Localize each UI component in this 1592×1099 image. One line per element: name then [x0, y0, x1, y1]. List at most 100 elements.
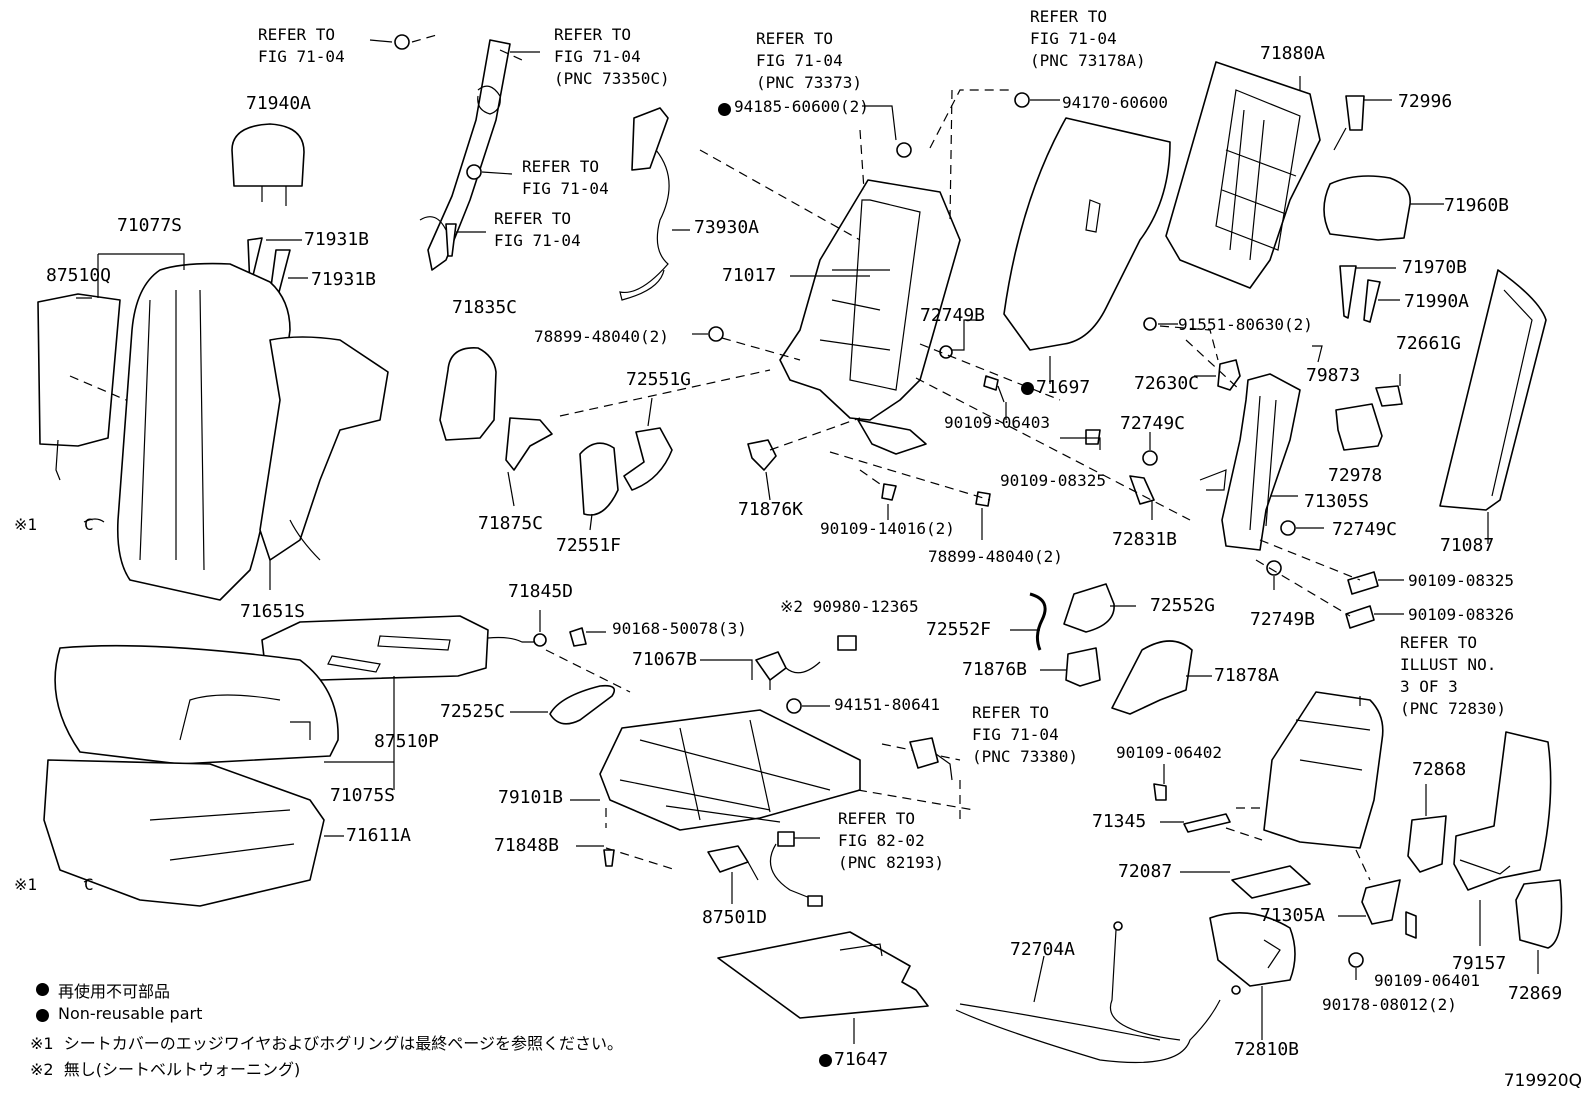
label-72978: 72978 [1328, 465, 1383, 486]
label-71305A: 71305A [1260, 905, 1326, 926]
label-72525C: 72525C [440, 701, 506, 722]
label-90109-08325: 90109-08325 [1000, 471, 1106, 490]
note-marker: ※1 [14, 515, 38, 534]
label-71876B: 71876B [962, 659, 1028, 680]
refer-callout: REFER TO FIG 71-04 [494, 209, 581, 250]
frame-71017 [779, 179, 961, 421]
legend-note2: ※2 無し(シートベルトウォーニング) [30, 1060, 301, 1079]
label-71845D: 71845D [508, 581, 574, 602]
seatback-pad-71651S [259, 336, 389, 561]
label-71087: 71087 [1440, 535, 1495, 556]
label-87510P: 87510P [374, 731, 440, 752]
label-72831B: 72831B [1112, 529, 1178, 550]
label-71940A: 71940A [246, 93, 312, 114]
legend-en: Non-reusable part [58, 1004, 203, 1023]
label-72869: 72869 [1508, 983, 1563, 1004]
refer-callout: REFER TO FIG 71-04 (PNC 73350C) [554, 25, 670, 88]
board-71697 [1003, 117, 1171, 351]
label-72996: 72996 [1398, 91, 1453, 112]
label-90109-08325: 90109-08325 [1408, 571, 1514, 590]
label-72087: 72087 [1118, 861, 1173, 882]
mat-71647 [717, 931, 929, 1019]
label-94151-80641: 94151-80641 [834, 695, 940, 714]
legend-note1: ※1 シートカバーのエッジワイヤおよびホグリングは最終ページを参照ください。 [30, 1034, 623, 1053]
label-72551F: 72551F [556, 535, 622, 556]
note-marker: ※1 [14, 875, 38, 894]
label-71931B: 71931B [311, 269, 377, 290]
headrest-71940A [231, 123, 305, 187]
label-72810B: 72810B [1234, 1039, 1300, 1060]
label-71611A: 71611A [346, 825, 412, 846]
label-71067B: 71067B [632, 649, 698, 670]
label-71647: 71647 [834, 1049, 889, 1070]
label-71848B: 71848B [494, 835, 560, 856]
label-72552F: 72552F [926, 619, 992, 640]
label-79157: 79157 [1452, 953, 1507, 974]
label-94185-60600: 94185-60600(2) [734, 97, 869, 116]
refer-callout: REFER TO FIG 71-04 (PNC 73178A) [1030, 7, 1146, 70]
note-c: C [84, 875, 94, 894]
label-90980-12365: ※2 90980-12365 [780, 597, 919, 616]
label-79101B: 79101B [498, 787, 564, 808]
label-72551G: 72551G [626, 369, 692, 390]
label-71878A: 71878A [1214, 665, 1280, 686]
label-71931B: 71931B [304, 229, 370, 250]
label-87510Q: 87510Q [46, 265, 112, 286]
label-72749B: 72749B [920, 305, 986, 326]
label-90109-06403: 90109-06403 [944, 413, 1050, 432]
board-71087 [1439, 269, 1547, 511]
label-72661G: 72661G [1396, 333, 1462, 354]
heater-87510Q [37, 293, 121, 447]
legend-jp: 再使用不可部品 [58, 982, 171, 1001]
seatbelt [427, 39, 511, 271]
label-91551-80630: 91551-80630(2) [1178, 315, 1313, 334]
label-72749C: 72749C [1120, 413, 1186, 434]
non-reusable-dot [718, 103, 731, 116]
hinge-71305S [1221, 373, 1301, 551]
label-71017: 71017 [722, 265, 777, 286]
label-71697: 71697 [1036, 377, 1091, 398]
label-72552G: 72552G [1150, 595, 1216, 616]
label-72704A: 72704A [1010, 939, 1076, 960]
non-reusable-dot [1021, 382, 1034, 395]
note-c: C [84, 515, 94, 534]
label-71345: 71345 [1092, 811, 1147, 832]
legend-dot [36, 1009, 49, 1022]
legend-dot [36, 983, 49, 996]
refer-callout: REFER TO FIG 82-02 (PNC 82193) [838, 809, 944, 872]
refer-callout: REFER TO FIG 71-04 [522, 157, 609, 198]
label-71305S: 71305S [1304, 491, 1370, 512]
label-72749B: 72749B [1250, 609, 1316, 630]
label-71880A: 71880A [1260, 43, 1326, 64]
label-71835C: 71835C [452, 297, 518, 318]
cushion-pad-71611A [43, 759, 325, 907]
label-90178-08012: 90178-08012(2) [1322, 995, 1457, 1014]
label-72868: 72868 [1412, 759, 1467, 780]
refer-callout: REFER TO FIG 71-04 (PNC 73380) [972, 703, 1078, 766]
label-94170-60600: 94170-60600 [1062, 93, 1168, 112]
track-79101B [599, 709, 861, 831]
label-71077S: 71077S [117, 215, 183, 236]
label-90109-14016: 90109-14016(2) [820, 519, 955, 538]
cover-71835C [439, 347, 497, 441]
cushion-cover-71075S [54, 644, 339, 765]
cushion-72830 [1263, 691, 1384, 849]
label-71960B: 71960B [1444, 195, 1510, 216]
label-72630C: 72630C [1134, 373, 1200, 394]
figure-id: 719920Q [1503, 1071, 1582, 1091]
refer-callout: REFER TO ILLUST NO. 3 OF 3 (PNC 72830) [1400, 633, 1506, 718]
label-90168-50078: 90168-50078(3) [612, 619, 747, 638]
refer-callout: REFER TO FIG 71-04 [258, 25, 345, 66]
label-71651S: 71651S [240, 601, 306, 622]
label-71075S: 71075S [330, 785, 396, 806]
label-78899-48040: 78899-48040(2) [928, 547, 1063, 566]
label-71876K: 71876K [738, 499, 804, 520]
tray-71880A [1165, 61, 1321, 289]
label-73930A: 73930A [694, 217, 760, 238]
label-79873: 79873 [1306, 365, 1361, 386]
label-71970B: 71970B [1402, 257, 1468, 278]
label-71875C: 71875C [478, 513, 544, 534]
label-71990A: 71990A [1404, 291, 1470, 312]
